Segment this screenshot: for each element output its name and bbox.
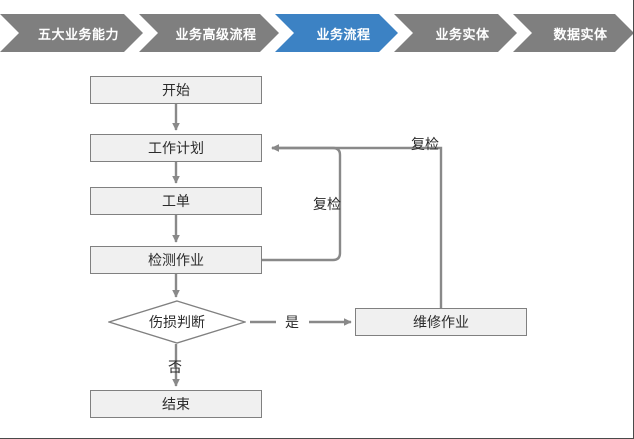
- breadcrumb-step-3[interactable]: 业务流程: [275, 14, 398, 52]
- breadcrumb-step-4[interactable]: 业务实体: [394, 14, 517, 52]
- breadcrumb-step-1[interactable]: 五大业务能力: [0, 14, 143, 52]
- flow-node-workorder[interactable]: 工单: [90, 187, 262, 215]
- flow-node-label: 开始: [162, 83, 190, 99]
- decision-diamond-shape: [108, 300, 246, 344]
- breadcrumb-step-label: 业务流程: [316, 27, 371, 43]
- edge-label-yes: 是: [285, 315, 299, 331]
- breadcrumb-step-5[interactable]: 数据实体: [513, 14, 634, 52]
- flow-node-end[interactable]: 结束: [90, 390, 262, 418]
- edge-repair-plan-recheck: [271, 144, 443, 308]
- breadcrumb-step-2[interactable]: 业务高级流程: [139, 14, 279, 52]
- flow-node-start[interactable]: 开始: [90, 76, 262, 104]
- edge-label-no: 否: [168, 360, 182, 376]
- breadcrumb-step-label: 业务实体: [435, 27, 490, 43]
- flowchart-canvas: 开始工作计划工单检测作业伤损判断维修作业结束是否复检复检: [0, 52, 633, 438]
- flow-node-label: 检测作业: [148, 253, 204, 269]
- edge-label-recheck-outer: 复检: [411, 137, 439, 153]
- edge-label-recheck-inner: 复检: [313, 197, 341, 213]
- flow-node-label: 结束: [162, 397, 190, 413]
- flow-node-decision[interactable]: 伤损判断: [108, 300, 246, 344]
- flow-node-label: 维修作业: [413, 315, 469, 331]
- flow-node-label: 工作计划: [148, 141, 204, 157]
- breadcrumb-step-label: 数据实体: [553, 27, 608, 43]
- flow-node-label: 伤损判断: [149, 315, 205, 331]
- breadcrumb-step-label: 业务高级流程: [175, 27, 257, 43]
- flow-node-plan[interactable]: 工作计划: [90, 134, 262, 162]
- flow-node-repair[interactable]: 维修作业: [355, 308, 527, 336]
- breadcrumb-step-label: 五大业务能力: [37, 27, 119, 43]
- flowchart-connectors: [172, 104, 443, 387]
- breadcrumb: 五大业务能力 业务高级流程 业务流程 业务实体 数据实体: [0, 14, 634, 52]
- flow-node-inspect[interactable]: 检测作业: [90, 246, 262, 274]
- flow-node-label: 工单: [162, 194, 190, 210]
